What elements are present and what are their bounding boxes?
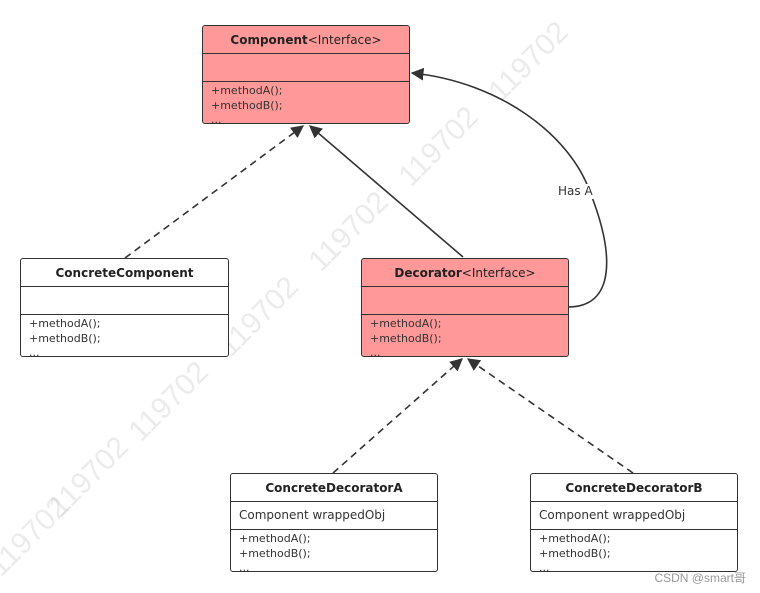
- method-item: +methodB();: [211, 98, 283, 112]
- method-item: +methodB();: [539, 546, 611, 560]
- class-name: Component<Interface>: [203, 26, 409, 54]
- class-box-concrete-decorator-a[interactable]: ConcreteDecoratorA Component wrappedObj …: [230, 473, 438, 572]
- method-item: +methodA();: [539, 532, 611, 545]
- class-box-concrete-component[interactable]: ConcreteComponent +methodA(); +methodB()…: [20, 258, 229, 357]
- class-name: ConcreteComponent: [21, 259, 228, 287]
- class-name-text: ConcreteDecoratorB: [565, 481, 703, 495]
- method-item: +methodA();: [29, 317, 101, 330]
- class-methods: +methodA(); +methodB(); ...: [21, 315, 228, 357]
- class-attributes: Component wrappedObj: [531, 502, 737, 530]
- class-methods: +methodA(); +methodB(); ...: [362, 315, 568, 357]
- method-item: +methodA();: [370, 317, 442, 330]
- class-box-concrete-decorator-b[interactable]: ConcreteDecoratorB Component wrappedObj …: [530, 473, 738, 572]
- method-item: +methodB();: [370, 331, 442, 345]
- inheritance-arrow-decorator: [309, 125, 464, 258]
- method-item: ...: [539, 561, 550, 572]
- realization-arrow-concrete-component: [124, 125, 305, 259]
- has-a-label: Has A: [556, 184, 595, 199]
- realization-arrow-concrete-decorator-b: [466, 358, 634, 474]
- class-stereotype: <Interface>: [461, 266, 536, 280]
- class-name-text: Decorator: [394, 266, 462, 280]
- class-attributes: [21, 287, 228, 315]
- class-name-text: Component: [230, 33, 308, 47]
- class-box-decorator[interactable]: Decorator<Interface> +methodA(); +method…: [361, 258, 569, 357]
- class-name: ConcreteDecoratorB: [531, 474, 737, 502]
- method-item: +methodB();: [239, 546, 311, 560]
- class-name: Decorator<Interface>: [362, 259, 568, 287]
- method-item: ...: [239, 561, 250, 572]
- realization-arrow-concrete-decorator-a: [332, 358, 463, 474]
- class-name-text: ConcreteDecoratorA: [265, 481, 403, 495]
- method-item: +methodA();: [211, 84, 283, 97]
- method-item: +methodA();: [239, 532, 311, 545]
- method-item: +methodB();: [29, 331, 101, 345]
- class-methods: +methodA(); +methodB(); ...: [203, 82, 409, 124]
- class-attributes: [362, 287, 568, 315]
- class-attributes: Component wrappedObj: [231, 502, 437, 530]
- class-attributes: [203, 54, 409, 82]
- class-stereotype: <Interface>: [307, 33, 382, 47]
- class-name-text: ConcreteComponent: [55, 266, 194, 280]
- class-methods: +methodA(); +methodB(); ...: [531, 530, 737, 572]
- source-credit: CSDN @smart哥: [654, 571, 746, 585]
- class-name: ConcreteDecoratorA: [231, 474, 437, 502]
- method-item: ...: [370, 346, 381, 357]
- class-box-component[interactable]: Component<Interface> +methodA(); +method…: [202, 25, 410, 124]
- class-methods: +methodA(); +methodB(); ...: [231, 530, 437, 572]
- method-item: ...: [211, 113, 222, 124]
- method-item: ...: [29, 346, 40, 357]
